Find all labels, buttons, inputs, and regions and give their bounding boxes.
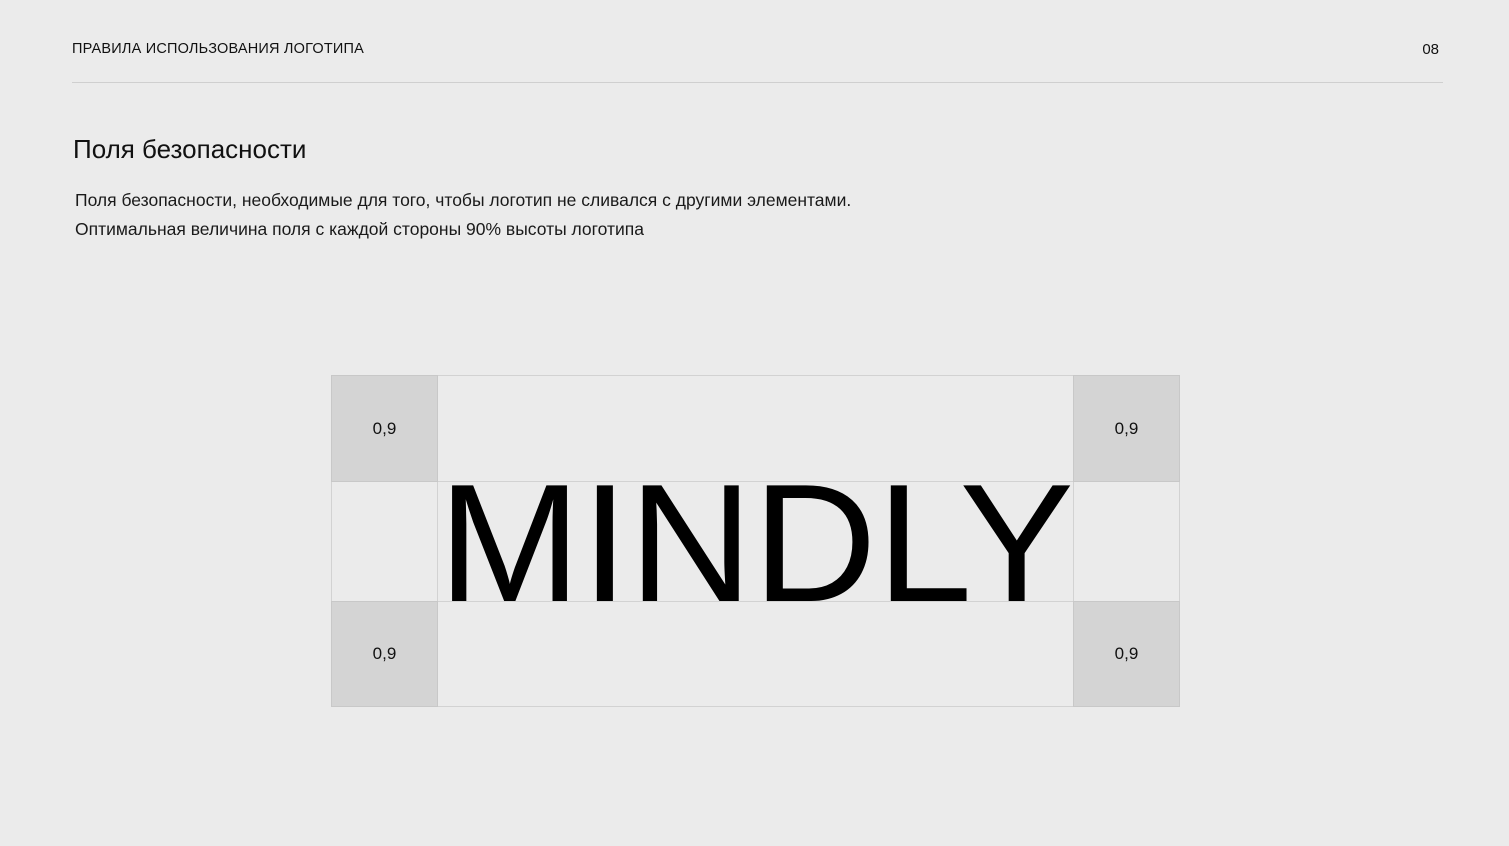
corner-label: 0,9 bbox=[1114, 644, 1139, 663]
corner-label: 0,9 bbox=[1114, 418, 1139, 438]
corner-bottom-right: 0,9 bbox=[1073, 601, 1180, 707]
logo-wordmark: MINDLY bbox=[438, 481, 1074, 601]
header-divider bbox=[72, 82, 1443, 83]
section-title: Поля безопасности bbox=[73, 134, 307, 164]
page-number: 08 bbox=[1422, 41, 1439, 58]
corner-top-left: 0,9 bbox=[331, 375, 438, 482]
right-margin-zone bbox=[1073, 481, 1180, 602]
header-title: ПРАВИЛА ИСПОЛЬЗОВАНИЯ ЛОГОТИПА bbox=[72, 41, 365, 57]
corner-bottom-left: 0,9 bbox=[331, 601, 438, 707]
bottom-margin-zone bbox=[437, 601, 1074, 707]
corner-label: 0,9 bbox=[372, 644, 397, 663]
left-margin-zone bbox=[331, 481, 438, 602]
description-line-2: Оптимальная величина поля с каждой сторо… bbox=[75, 219, 645, 239]
top-margin-zone bbox=[437, 375, 1074, 482]
description-line-1: Поля безопасности, необходимые для того,… bbox=[75, 190, 852, 210]
corner-label: 0,9 bbox=[372, 418, 397, 438]
safe-zone-diagram: 0,9 0,9 0,9 0,9 MINDLY bbox=[331, 375, 1180, 707]
corner-top-right: 0,9 bbox=[1073, 375, 1180, 482]
logo-text: MINDLY bbox=[438, 481, 1074, 601]
